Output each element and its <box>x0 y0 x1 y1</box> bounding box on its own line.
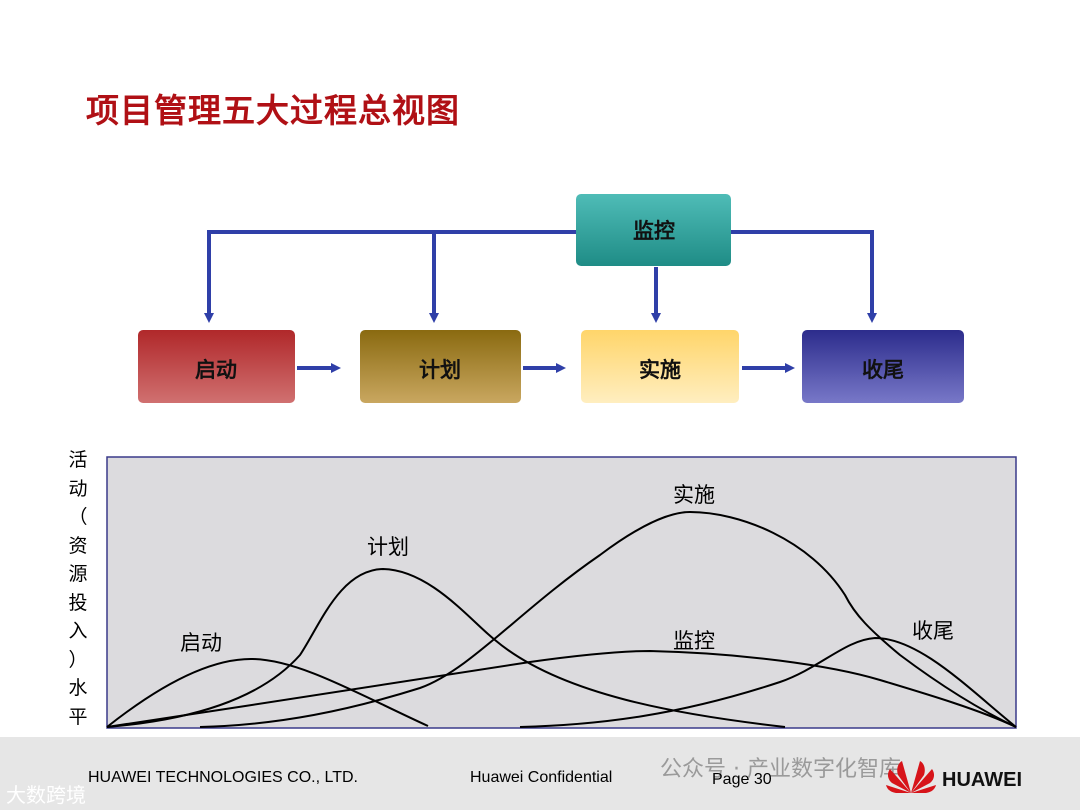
watermark-wechat: 公众号 · 产业数字化智库 <box>660 757 901 782</box>
curve-plan <box>106 567 786 728</box>
watermark-brand: 大数跨境 <box>6 783 86 807</box>
arrow-monitor-to-start <box>204 230 576 323</box>
box-close: 收尾 <box>802 330 964 403</box>
monitor-connectors <box>204 230 877 323</box>
curve-execute <box>199 510 1017 728</box>
box-monitor: 监控 <box>576 194 731 266</box>
curve-start <box>106 657 429 728</box>
footer-page-number: Page 30 <box>712 771 772 788</box>
page-title: 项目管理五大过程总视图 <box>86 91 460 130</box>
y-label-char: 水 <box>68 677 88 699</box>
y-label-char: 动 <box>68 477 88 500</box>
y-label-char: 活 <box>68 449 88 471</box>
curve-label-close: 收尾 <box>912 619 954 643</box>
y-label-char: 源 <box>68 563 88 585</box>
y-label-char: 投 <box>68 591 88 614</box>
y-label-char: ） <box>68 648 88 671</box>
y-label-char: 入 <box>68 620 88 642</box>
y-label-char: 平 <box>68 705 88 728</box>
curve-close <box>519 636 1017 728</box>
chart-plot-area <box>106 456 1017 729</box>
box-execute: 实施 <box>581 330 739 403</box>
footer: 公众号 · 产业数字化智库 HUAWEI TECHNOLOGIES CO., L… <box>0 737 1080 810</box>
curve-label-execute: 实施 <box>673 483 715 507</box>
curve-monitor <box>106 649 1017 728</box>
box-close-label: 收尾 <box>862 358 904 382</box>
box-plan-label: 计划 <box>419 358 461 382</box>
footer-confidential: Huawei Confidential <box>470 769 613 786</box>
curve-label-start: 启动 <box>180 631 222 655</box>
box-monitor-label: 监控 <box>633 219 675 243</box>
huawei-logo-text: HUAWEI <box>942 769 1022 791</box>
activity-curve-chart: 启动 计划 实施 监控 收尾 <box>106 456 1017 729</box>
process-flow-diagram: 监控 启动 计划 实施 收尾 <box>138 194 964 403</box>
arrow-monitor-to-close <box>731 230 877 323</box>
box-execute-label: 实施 <box>639 358 681 382</box>
box-plan: 计划 <box>360 330 521 403</box>
y-label-char: （ <box>68 506 88 528</box>
curve-label-monitor: 监控 <box>673 629 715 653</box>
box-start-label: 启动 <box>195 358 237 382</box>
curve-label-plan: 计划 <box>367 535 409 559</box>
y-axis-label: 活 动 （ 资 源 投 入 ） 水 平 <box>64 446 92 731</box>
box-start: 启动 <box>138 330 295 403</box>
y-label-char: 资 <box>68 534 88 557</box>
footer-company: HUAWEI TECHNOLOGIES CO., LTD. <box>88 769 358 786</box>
huawei-logo-icon <box>886 761 936 793</box>
